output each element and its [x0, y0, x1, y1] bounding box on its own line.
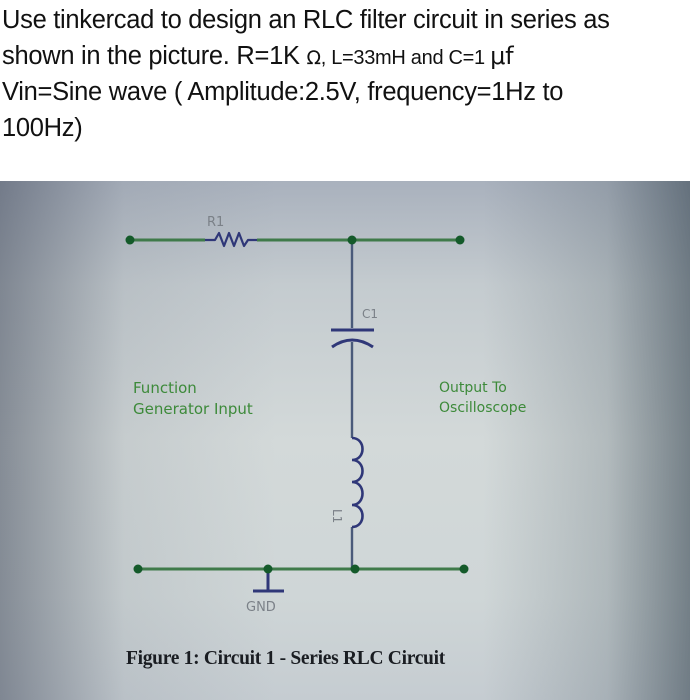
capacitor-c1-icon	[331, 328, 374, 349]
c1-label: C1	[362, 307, 378, 321]
output-label: Output To Oscilloscope	[439, 380, 526, 416]
gnd-label: GND	[246, 600, 276, 615]
output-top-node	[455, 235, 465, 245]
circuit-nodes	[125, 235, 469, 574]
output-label-line-2: Oscilloscope	[439, 400, 526, 416]
ground-node	[263, 564, 273, 574]
junction-top-node	[347, 235, 357, 245]
input-label: Function Generator Input	[133, 379, 253, 418]
output-label-line-1: Output To	[439, 380, 507, 396]
ohm-symbol: Ω	[306, 47, 321, 69]
inductor-l1-icon	[351, 436, 364, 529]
microfarad-unit: μf	[490, 42, 514, 70]
input-top-node	[125, 235, 135, 245]
input-bottom-node	[133, 564, 143, 574]
input-label-line-1: Function	[133, 379, 197, 397]
lc-values-text: , L=33mH and C=1	[320, 47, 491, 69]
r1-label: R1	[207, 215, 224, 230]
question-line-3: Vin=Sine wave ( Amplitude:2.5V, frequenc…	[2, 78, 564, 106]
junction-bottom-node	[350, 564, 360, 574]
figure-caption: Figure 1: Circuit 1 - Series RLC Circuit	[126, 648, 445, 669]
circuit-photo: R1 C1 L1 GND	[0, 181, 690, 700]
l1-label: L1	[330, 509, 344, 523]
output-bottom-node	[459, 564, 469, 574]
input-label-line-2: Generator Input	[133, 400, 253, 418]
question-line-1: Use tinkercad to design an RLC filter ci…	[2, 6, 610, 34]
question-line-2: shown in the picture. R=1K Ω, L=33mH and…	[2, 38, 690, 74]
question-text: Use tinkercad to design an RLC filter ci…	[2, 0, 690, 146]
resistor-r1-icon	[205, 231, 257, 248]
component-values-text: shown in the picture. R=1K	[2, 42, 307, 70]
rlc-circuit-schematic: R1 C1 L1 GND	[125, 215, 526, 615]
question-line-4: 100Hz)	[2, 114, 83, 142]
